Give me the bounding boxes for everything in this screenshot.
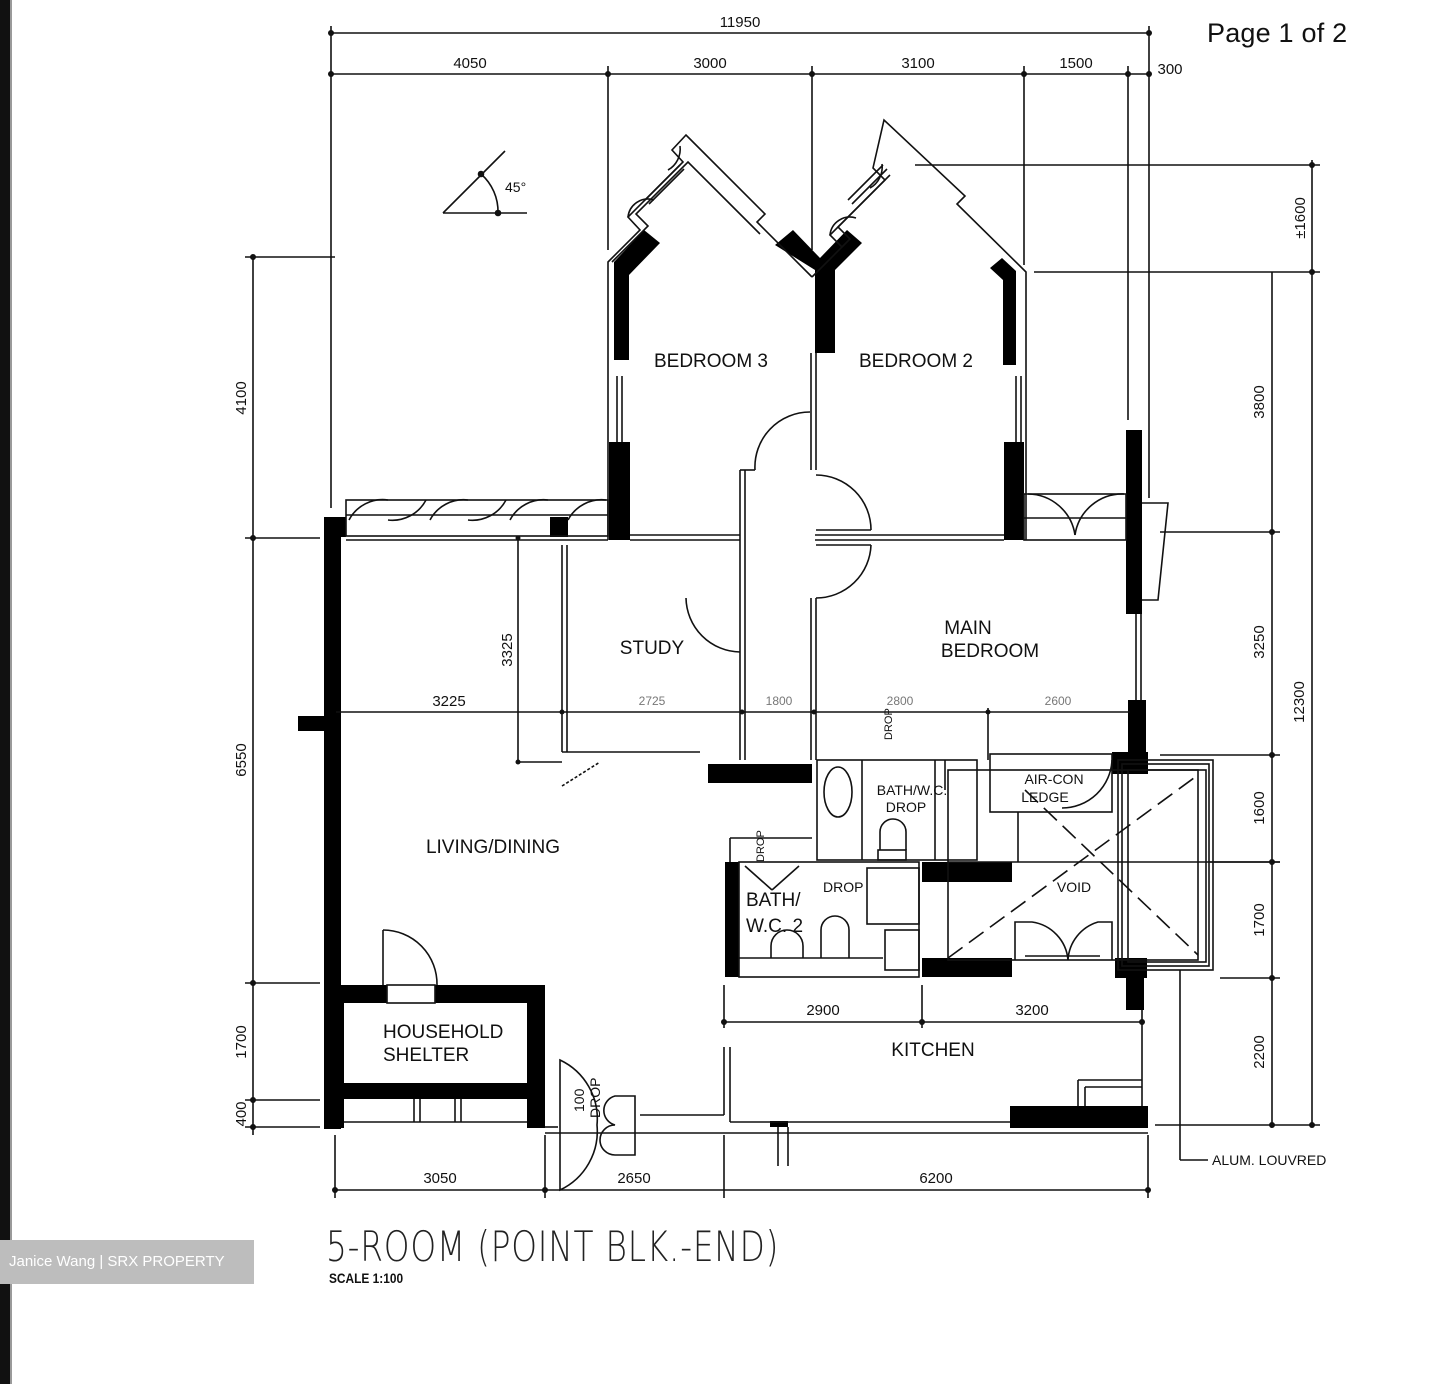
room-label-bath-wc2-2: W.C. 2 (746, 916, 803, 937)
room-label-household-shelter-1: HOUSEHOLD (383, 1022, 503, 1043)
label-bath-wc-drop: DROP (886, 799, 926, 815)
plan-title: 5-ROOM (POINT BLK.-END) (326, 1222, 780, 1271)
label-drop-vertical-2: DROP (755, 830, 767, 862)
room-label-aircon-ledge-1: AIR-CON (1024, 771, 1083, 787)
dim-top-4: 1500 (1059, 55, 1092, 72)
right-dimension-lines (915, 160, 1320, 1128)
dim-right-5: 2200 (1251, 1035, 1268, 1068)
label-bath-wc2-drop: DROP (823, 879, 863, 895)
dim-top-3: 3100 (901, 55, 934, 72)
dim-interior-blurred-3: 2800 (887, 694, 914, 708)
dim-left-3: 1700 (233, 1025, 250, 1058)
dim-right-overall: 12300 (1291, 681, 1308, 723)
dim-top-2: 3000 (693, 55, 726, 72)
dim-top-1: 4050 (453, 55, 486, 72)
solid-walls (298, 230, 1148, 1129)
dim-bottom-1: 3050 (423, 1170, 456, 1187)
dim-top-overall: 11950 (720, 14, 761, 31)
room-label-void: VOID (1057, 879, 1091, 895)
room-label-kitchen: KITCHEN (891, 1040, 974, 1061)
bottom-dimension-lines (332, 985, 1151, 1198)
angle-indicator-icon (442, 150, 527, 217)
dim-interior-blurred-2: 1800 (766, 694, 793, 708)
dim-right-4: 1700 (1251, 903, 1268, 936)
dim-bottom-2: 2650 (617, 1170, 650, 1187)
dim-top-5: 300 (1157, 61, 1182, 78)
dim-right-2: 3250 (1251, 625, 1268, 658)
room-label-aircon-ledge-2: LEDGE (1021, 789, 1068, 805)
label-drop-vertical-1: DROP (883, 708, 895, 740)
room-label-household-shelter-2: SHELTER (383, 1045, 469, 1066)
dim-right-top: ±1600 (1292, 197, 1309, 239)
annotation-alum-louvred: ALUM. LOUVRED (1212, 1152, 1326, 1168)
dim-left-4: 400 (233, 1101, 250, 1126)
room-label-bedroom-2: BEDROOM 2 (859, 351, 973, 372)
room-label-main-bedroom-1: MAIN (944, 618, 992, 639)
plan-scale: SCALE 1:100 (329, 1270, 404, 1286)
label-entrance-drop-value: 100 (571, 1088, 587, 1112)
room-label-bath-wc: BATH/W.C. (877, 782, 948, 798)
dim-right-1: 3800 (1251, 385, 1268, 418)
left-dimension-lines (245, 254, 335, 1135)
room-label-bedroom-3: BEDROOM 3 (654, 351, 768, 372)
watermark-label: Janice Wang | SRX PROPERTY (0, 1240, 254, 1284)
label-entrance-drop: DROP (587, 1078, 603, 1118)
left-edge-border (10, 0, 12, 1384)
left-edge-strip (0, 0, 10, 1384)
dim-interior-vertical: 3325 (499, 633, 516, 666)
room-label-main-bedroom-2: BEDROOM (941, 641, 1039, 662)
top-dimension-lines (328, 26, 1152, 508)
dim-interior-blurred-4: 2600 (1045, 694, 1072, 708)
dim-interior-blurred-1: 2725 (639, 694, 666, 708)
room-label-living-dining: LIVING/DINING (426, 837, 560, 858)
dim-bottom-3: 6200 (919, 1170, 952, 1187)
dim-left-1: 4100 (233, 381, 250, 414)
dim-kitchen-1: 2900 (806, 1002, 839, 1019)
dim-interior-horizontal: 3225 (432, 693, 465, 710)
angle-label: 45° (505, 179, 526, 195)
room-label-study: STUDY (620, 638, 685, 659)
dim-kitchen-2: 3200 (1015, 1002, 1048, 1019)
room-label-bath-wc2-1: BATH/ (746, 890, 801, 911)
dim-left-2: 6550 (233, 743, 250, 776)
page-indicator: Page 1 of 2 (1207, 18, 1348, 48)
thin-walls (336, 118, 1280, 1192)
dim-right-3: 1600 (1251, 791, 1268, 824)
